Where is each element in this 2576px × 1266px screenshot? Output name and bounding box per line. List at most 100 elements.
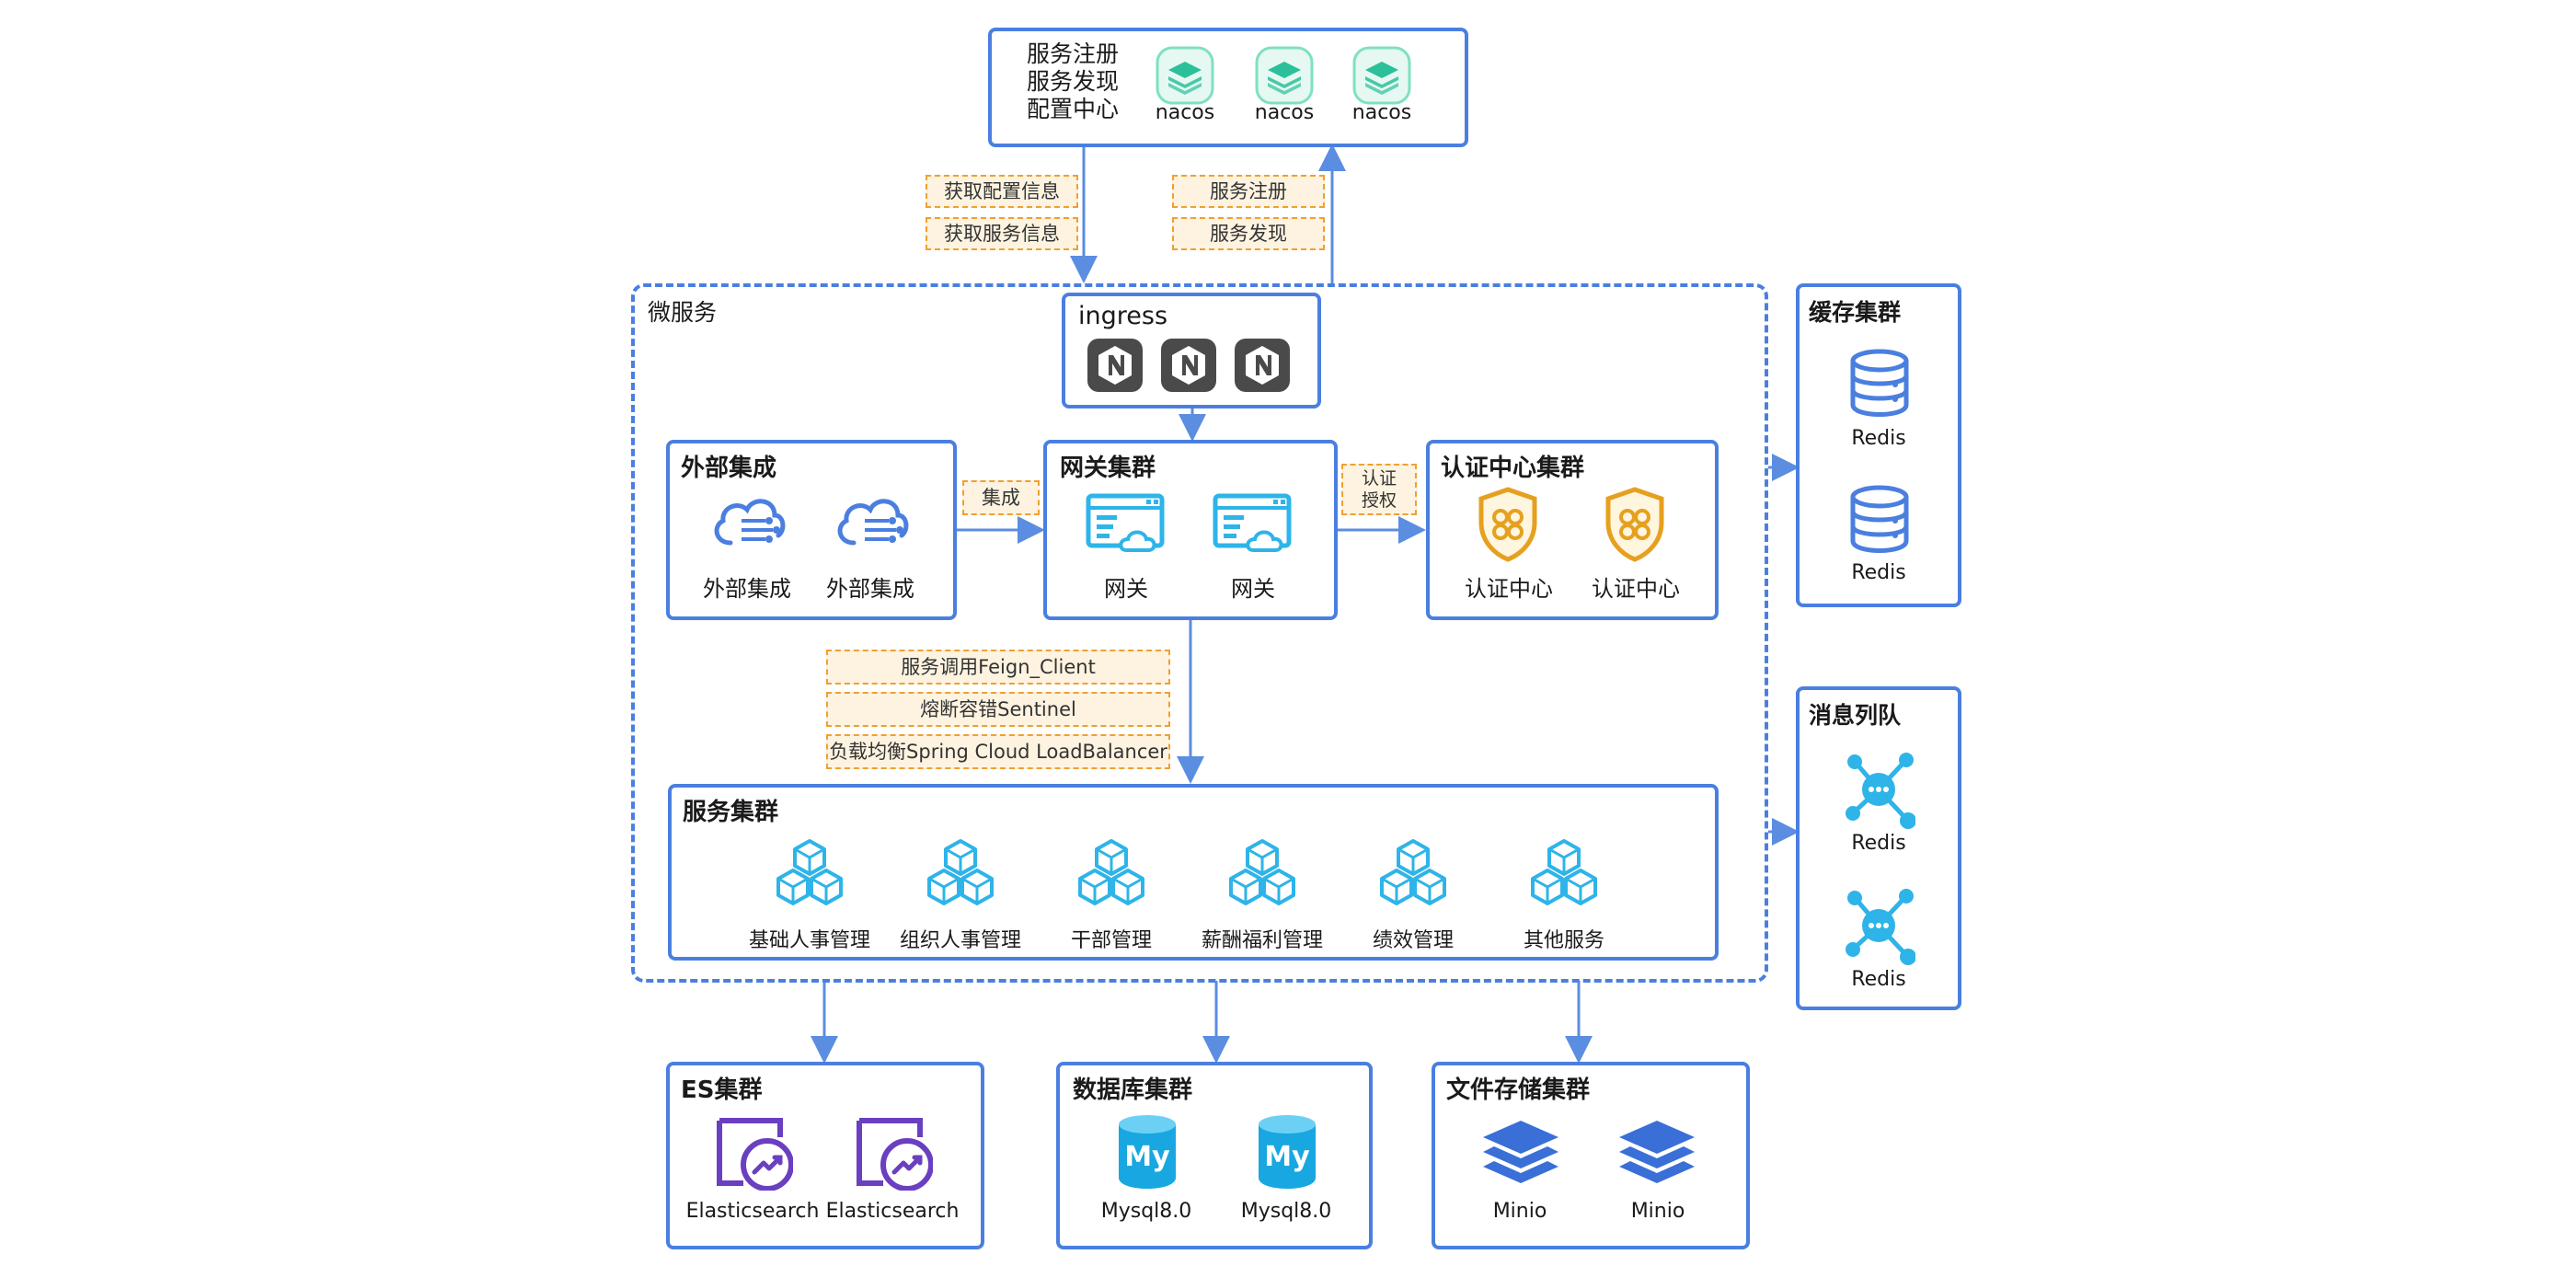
elasticsearch-icon: [857, 1118, 934, 1191]
cubes-icon: [927, 839, 994, 905]
tag-sentinel: 熔断容错Sentinel: [826, 692, 1170, 727]
auth-center-title: 认证中心集群: [1441, 455, 1585, 482]
es-label-2: Elasticsearch: [825, 1200, 960, 1223]
external-title: 外部集成: [681, 455, 777, 482]
tag-discover: 服务发现: [1172, 217, 1325, 250]
mq-title: 消息列队: [1809, 702, 1902, 729]
tag-auth: 认证授权: [1341, 464, 1417, 515]
service-node: [1376, 837, 1450, 911]
nacos-icon: [1156, 46, 1214, 105]
message-queue-icon: [1846, 889, 1916, 965]
layers-icon: [1619, 1121, 1695, 1183]
mysql-icon: [1259, 1115, 1316, 1189]
external-label-1: 外部集成: [703, 576, 791, 602]
mq-box: 消息列队: [1796, 686, 1961, 1010]
service-node: [1527, 837, 1601, 911]
services-title: 服务集群: [683, 799, 779, 826]
nacos-icon: [1255, 46, 1314, 105]
cubes-icon: [1078, 839, 1144, 905]
database-icon: [1850, 349, 1909, 417]
elasticsearch-node: [716, 1117, 794, 1194]
mysql-node: My: [1117, 1113, 1178, 1194]
cubes-icon: [776, 839, 843, 905]
tag-get-service: 获取服务信息: [926, 217, 1078, 250]
mysql-icon-text: My: [1264, 1141, 1310, 1173]
nginx-icon: [1161, 339, 1216, 392]
es-label-1: Elasticsearch: [685, 1200, 820, 1223]
service-label-2: 组织人事管理: [899, 929, 1022, 952]
cloud-integration-icon: [837, 499, 909, 546]
auth-center-node: [1476, 486, 1540, 567]
service-node: [1225, 837, 1299, 911]
cubes-icon: [1380, 839, 1446, 905]
tag-feign: 服务调用Feign_Client: [826, 650, 1170, 685]
tag-auth-text: 认证授权: [1361, 468, 1397, 511]
cache-label-2: Redis: [1851, 561, 1906, 584]
shield-icon: [1478, 487, 1537, 562]
nginx-node: [1087, 339, 1143, 396]
nginx-icon: [1235, 339, 1290, 392]
cache-title: 缓存集群: [1809, 299, 1902, 326]
fs-label-2: Minio: [1630, 1200, 1685, 1223]
auth-center-box: 认证中心集群: [1426, 440, 1719, 620]
nginx-node: [1235, 339, 1290, 396]
cache-box: 缓存集群: [1796, 283, 1961, 607]
auth-center-node: [1603, 486, 1667, 567]
minio-node: [1617, 1119, 1696, 1196]
service-label-3: 干部管理: [1070, 929, 1153, 952]
cloud-integration-icon: [714, 499, 786, 546]
redis-node: [1849, 348, 1910, 421]
database-icon: [1850, 485, 1909, 553]
fs-title: 文件存储集群: [1446, 1076, 1591, 1104]
redis-node: [1849, 484, 1910, 558]
external-label-2: 外部集成: [826, 576, 914, 602]
mq-label-1: Redis: [1851, 832, 1906, 855]
nacos-label-3: nacos: [1351, 101, 1412, 124]
db-title: 数据库集群: [1073, 1076, 1193, 1104]
nacos-label-2: nacos: [1254, 101, 1315, 124]
auth-center-label-2: 认证中心: [1592, 576, 1680, 602]
db-box: 数据库集群: [1056, 1062, 1373, 1249]
minio-node: [1481, 1119, 1560, 1196]
nacos-label-1: nacos: [1155, 101, 1215, 124]
service-label-1: 基础人事管理: [748, 929, 871, 952]
db-label-1: Mysql8.0: [1100, 1200, 1192, 1223]
mysql-icon-text: My: [1124, 1141, 1170, 1173]
nacos-node: [1156, 46, 1214, 105]
layers-icon: [1483, 1121, 1558, 1183]
ingress-title: ingress: [1078, 302, 1168, 330]
nginx-icon: [1087, 339, 1143, 392]
registry-line-register: 服务注册: [1027, 40, 1120, 67]
mq-node: [1844, 887, 1916, 970]
auth-center-label-1: 认证中心: [1465, 576, 1553, 602]
cloud-integration-node: [708, 489, 791, 558]
es-title: ES集群: [681, 1076, 763, 1104]
fs-box: 文件存储集群: [1432, 1062, 1750, 1249]
gateway-icon: [1086, 493, 1165, 552]
service-label-6: 其他服务: [1523, 929, 1605, 952]
nacos-node: [1352, 46, 1411, 105]
gateway-title: 网关集群: [1060, 455, 1156, 482]
message-queue-icon: [1846, 753, 1916, 829]
db-label-2: Mysql8.0: [1240, 1200, 1332, 1223]
nacos-icon: [1352, 46, 1411, 105]
cubes-icon: [1531, 839, 1597, 905]
mq-label-2: Redis: [1851, 968, 1906, 991]
gateway-node: [1213, 493, 1294, 558]
tag-register: 服务注册: [1172, 175, 1325, 208]
service-label-5: 绩效管理: [1372, 929, 1455, 952]
nacos-node: [1255, 46, 1314, 105]
nginx-node: [1161, 339, 1216, 396]
mysql-icon: [1119, 1115, 1176, 1189]
tag-integrate: 集成: [962, 480, 1040, 515]
service-label-4: 薪酬福利管理: [1201, 929, 1324, 952]
service-node: [773, 837, 846, 911]
service-node: [924, 837, 997, 911]
shield-icon: [1605, 487, 1664, 562]
gateway-node: [1086, 493, 1167, 558]
registry-line-discover: 服务发现: [1027, 68, 1120, 95]
service-node: [1075, 837, 1148, 911]
mq-node: [1844, 751, 1916, 834]
tag-get-config: 获取配置信息: [926, 175, 1078, 208]
